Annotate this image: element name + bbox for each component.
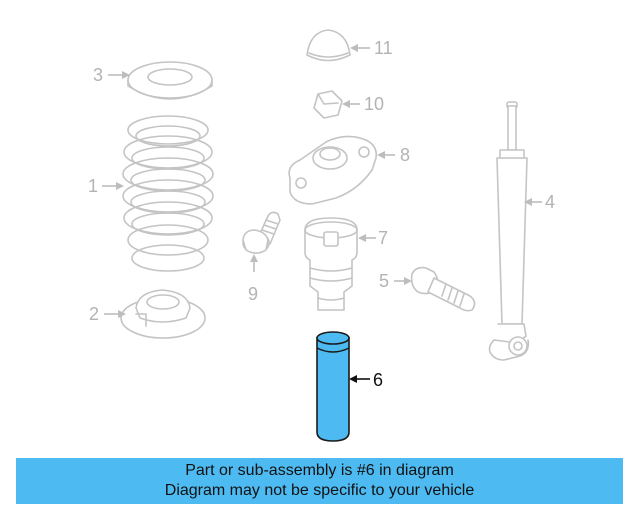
callout-8: 8 [377,145,410,165]
info-banner: Part or sub-assembly is #6 in diagram Di… [16,458,623,504]
callout-7: 7 [358,228,388,248]
banner-line-2: Diagram may not be specific to your vehi… [164,482,475,499]
callout-10: 10 [342,94,384,114]
banner-line-1: Part or sub-assembly is #6 in diagram [185,462,454,479]
part-8-upper-mount[interactable] [288,135,378,205]
callout-5-label: 5 [379,271,389,291]
callout-4: 4 [524,192,555,212]
callout-1: 1 [88,176,124,196]
part-6-dust-boot[interactable] [316,331,350,442]
callout-6-label: 6 [373,370,383,390]
callout-2: 2 [89,304,126,324]
part-3-upper-seat[interactable] [127,61,213,100]
part-4-shock-absorber[interactable] [488,101,530,361]
callout-9-label: 9 [248,284,258,304]
callout-11-label: 11 [374,38,393,58]
part-2-lower-seat[interactable] [120,289,206,339]
part-11-cap[interactable] [306,29,351,62]
callout-7-label: 7 [378,228,388,248]
callout-10-label: 10 [364,94,384,114]
callout-1-label: 1 [88,176,98,196]
part-9-bolt[interactable] [242,211,281,254]
callout-6: 6 [349,370,383,390]
callout-2-label: 2 [89,304,99,324]
callout-11: 11 [350,38,393,58]
part-10-nut[interactable] [313,90,343,119]
part-1-coil-spring[interactable] [122,115,214,272]
callout-5: 5 [379,271,412,291]
part-5-bolt[interactable] [410,266,476,312]
part-7-bump-stop[interactable] [304,217,358,311]
callout-4-label: 4 [545,192,555,212]
callout-3-label: 3 [93,65,103,85]
callout-8-label: 8 [400,145,410,165]
callout-9: 9 [248,254,258,304]
callout-3: 3 [93,65,130,85]
